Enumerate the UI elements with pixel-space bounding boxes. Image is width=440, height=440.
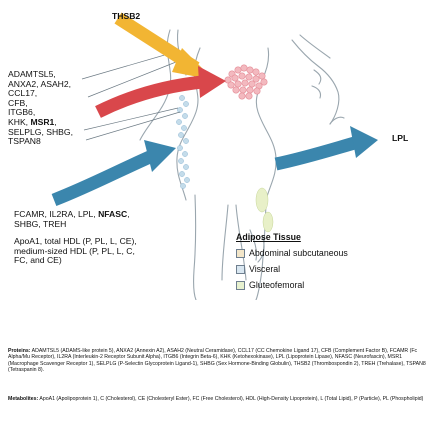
- gluteofemoral-swatch: [236, 280, 245, 290]
- lower-protein-group: FCAMR, IL2RA, LPL, NFASC, SHBG, TREH: [14, 209, 130, 229]
- label-shbg-treh: SHBG, TREH: [14, 218, 67, 229]
- label-lpl: LPL: [392, 133, 409, 143]
- blue-arrow-visceral: [51, 140, 176, 207]
- label-fcamr: FCAMR, IL2RA, LPL, NFASC,: [14, 209, 130, 219]
- leader-lines: [81, 51, 181, 141]
- metabolite-line-3: FC, and CE): [14, 255, 62, 266]
- proteins-text: ADAMTSL5 (ADAMS-like protein 5), ANXA2 (…: [8, 348, 426, 373]
- visceral-swatch: [236, 264, 245, 274]
- metabolite-line-2: medium-sized HDL (P, PL, L, C,: [14, 245, 135, 256]
- legend-label-abdominal: Abdominal subcutaneous: [249, 248, 348, 258]
- blue-arrow-lpl: [274, 126, 378, 171]
- legend-label-gluteofemoral: Gluteofemoral: [249, 280, 305, 290]
- legend: Adipose Tissue Abdominal subcutaneous Vi…: [236, 232, 348, 290]
- metabolite-group: ApoA1, total HDL (P, PL, L, CE), medium-…: [14, 236, 137, 266]
- body-diagram: [51, 12, 378, 300]
- legend-item-visceral: Visceral: [236, 264, 348, 274]
- legend-label-visceral: Visceral: [249, 264, 281, 274]
- footnote-metabolites: Metabolites: ApoA1 (Apolipoprotein 1), C…: [8, 396, 432, 402]
- metabolites-text: ApoA1 (Apolipoprotein 1), C (Cholesterol…: [38, 396, 424, 402]
- label-line-6: KHK, MSR1,: [8, 116, 57, 127]
- label-line-1: ADAMTSL5,: [8, 69, 56, 79]
- footnote-proteins: Proteins: ADAMTSL5 (ADAMS-like protein 5…: [8, 348, 432, 373]
- metabolites-heading: Metabolites:: [8, 396, 39, 402]
- label-line-8: TSPAN8: [8, 136, 41, 147]
- visceral-fat: [176, 95, 190, 189]
- abdominal-fat: [224, 64, 268, 100]
- legend-title: Adipose Tissue: [236, 232, 301, 242]
- label-line-2: ANXA2, ASAH2,: [8, 78, 72, 89]
- abdominal-swatch: [236, 248, 245, 258]
- proteins-heading: Proteins:: [8, 348, 31, 354]
- legend-item-gluteofemoral: Gluteofemoral: [236, 280, 348, 290]
- nfasc-bold: NFASC: [98, 209, 128, 219]
- gluteofemoral-fat: [255, 187, 274, 233]
- upper-protein-group: ADAMTSL5, ANXA2, ASAH2, CCL17, CFB, ITGB…: [8, 69, 73, 147]
- metabolite-line-1: ApoA1, total HDL (P, PL, L, CE),: [14, 236, 137, 246]
- label-thsb2: THSB2: [112, 11, 141, 21]
- label-line-5: ITGB6,: [8, 107, 36, 118]
- legend-item-abdominal: Abdominal subcutaneous: [236, 248, 348, 258]
- red-arrow: [95, 66, 226, 118]
- label-line-3: CCL17,: [8, 88, 38, 99]
- msr1-bold: MSR1: [30, 116, 55, 127]
- label-line-4: CFB,: [8, 97, 28, 108]
- label-line-7: SELPLG, SHBG,: [8, 126, 73, 137]
